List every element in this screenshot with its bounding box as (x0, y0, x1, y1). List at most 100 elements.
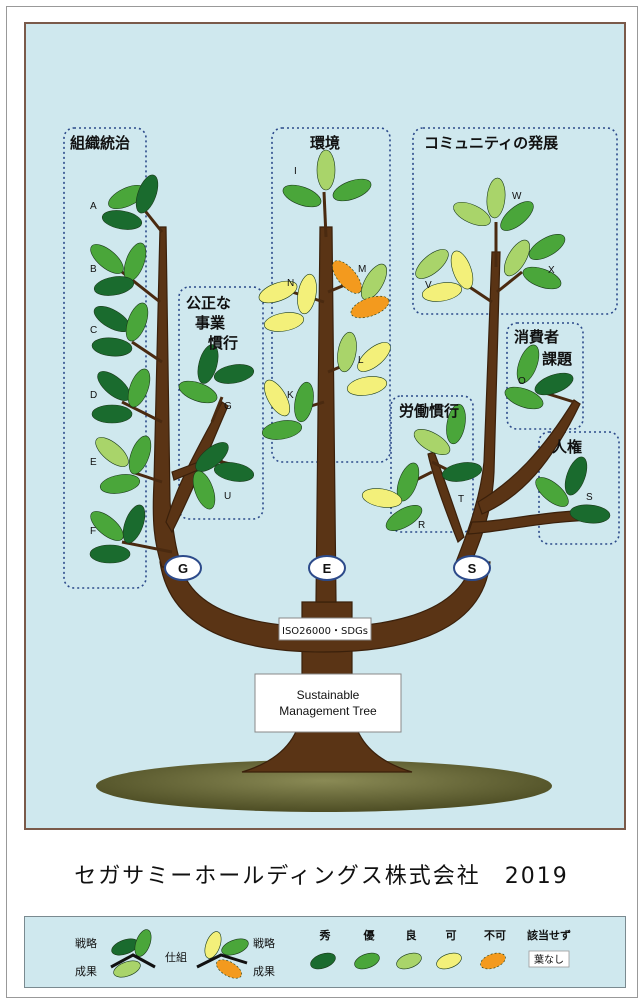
leaf (346, 376, 388, 396)
caption-consumer-1: 消費者 (514, 328, 559, 346)
leaf (446, 403, 466, 445)
leaf (95, 437, 129, 467)
leaf (192, 470, 216, 510)
leaf (564, 456, 588, 496)
category-box-fair-practices (178, 286, 264, 520)
legend-leaf-poor (480, 952, 506, 970)
legend: 戦略 成果 仕組 戦略 成果 秀 優 良 可 不可 該当せず 葉なし (24, 916, 626, 988)
leaf (413, 429, 451, 455)
leaf (294, 381, 314, 423)
leaf-label-g: G (224, 401, 232, 412)
leaf-label-w: W (512, 191, 522, 202)
leaf (504, 239, 530, 277)
legend-sample-green (110, 929, 156, 978)
leaf (385, 505, 423, 531)
leaf-label-b: B (90, 264, 97, 275)
category-box-community (412, 127, 618, 315)
leaf (93, 276, 135, 296)
leaf (213, 364, 255, 384)
leaf (534, 372, 574, 396)
pillar-s: S (453, 555, 491, 581)
leaf (337, 331, 357, 373)
leaf-label-k: K (287, 390, 294, 401)
legend-leaf-good (396, 952, 422, 970)
leaf (453, 201, 491, 227)
caption-labor: 労働慣行 (399, 402, 459, 420)
legend-rating-fair: 可 (446, 929, 457, 942)
ground (96, 760, 552, 812)
iso-label-box: ISO26000・SDGs (278, 617, 372, 641)
pillar-g: G (164, 555, 202, 581)
leaf-label-t: T (458, 494, 464, 505)
leaf (178, 380, 218, 404)
leaf (90, 511, 124, 541)
leaf-label-s: S (586, 492, 593, 503)
leaf (504, 386, 544, 410)
caption-consumer-2: 課題 (542, 350, 573, 368)
leaf (91, 404, 133, 424)
leaf (128, 435, 152, 475)
leaf (261, 420, 303, 440)
leaf (350, 295, 390, 319)
legend-rating-good: 良 (406, 928, 417, 942)
legend-rating-excellent: 秀 (319, 928, 331, 942)
leaf (516, 344, 540, 384)
leaf (127, 368, 151, 408)
leaf (89, 544, 131, 564)
leaf-label-i: I (294, 166, 297, 177)
leaf (528, 234, 566, 260)
caption-human-rights: 人権 (552, 438, 582, 456)
leaf-label-a: A (90, 201, 97, 212)
legend-no-leaf: 葉なし (534, 953, 564, 966)
caption-fair-1: 公正な (186, 294, 231, 312)
leaf (415, 249, 449, 279)
leaf-label-o: O (518, 376, 526, 387)
leaf-label-u: U (224, 491, 231, 502)
leaf (297, 273, 317, 315)
legend-leaf-very-good (354, 952, 380, 970)
leaf (264, 379, 290, 417)
leaf-label-f: F (90, 526, 96, 537)
leaf (421, 282, 463, 302)
category-box-consumer (506, 322, 584, 430)
leaf-label-m: M (358, 264, 366, 275)
pillar-e: E (308, 555, 346, 581)
tree-svg: 組織統治 環境 コミュニティの発展 公正な 事業 慣行 消費者 課題 労働慣行 … (63, 127, 620, 812)
leaf (90, 244, 124, 274)
pillar-e-label: E (323, 561, 332, 576)
legend-rating-poor: 不可 (484, 929, 506, 942)
company-name: セガサミーホールディングス株式会社 2019 (74, 864, 569, 889)
caption-environment: 環境 (310, 134, 340, 152)
leaf (522, 266, 562, 290)
leaf (486, 177, 506, 219)
caption-community: コミュニティの発展 (424, 134, 558, 152)
legend-strategy-right: 戦略 (253, 936, 275, 950)
leaf (195, 442, 229, 472)
leaf (125, 302, 149, 342)
pillar-g-label: G (178, 561, 188, 576)
leaf-label-e: E (90, 457, 97, 468)
leaf (361, 488, 403, 508)
leaf-label-c: C (90, 325, 97, 336)
leaf-label-r: R (418, 520, 425, 531)
legend-rating-very-good: 優 (363, 928, 376, 942)
legend-svg: 戦略 成果 仕組 戦略 成果 秀 優 良 可 不可 該当せず 葉なし (75, 928, 571, 979)
legend-leaf-excellent (310, 952, 336, 970)
leaf (282, 184, 322, 208)
legend-result-left: 成果 (75, 965, 97, 978)
legend-not-applicable: 該当せず (527, 928, 571, 942)
legend-mechanism: 仕組 (165, 951, 187, 964)
caption-fair-3: 慣行 (208, 334, 238, 352)
leaf-letters: A B C D E F G U I N M L K V W X O T R S (90, 166, 593, 537)
leaf (135, 174, 159, 214)
leaf (91, 337, 133, 357)
sign-line-1: Sustainable (297, 688, 360, 702)
leaf-label-x: X (548, 265, 555, 276)
leaf-label-n: N (287, 278, 294, 289)
tree-sign: Sustainable Management Tree (254, 673, 402, 733)
legend-sample-yellow (196, 931, 249, 979)
leaf (122, 504, 146, 544)
leaf (101, 210, 143, 230)
leaf (500, 201, 534, 231)
leaf (99, 474, 141, 494)
